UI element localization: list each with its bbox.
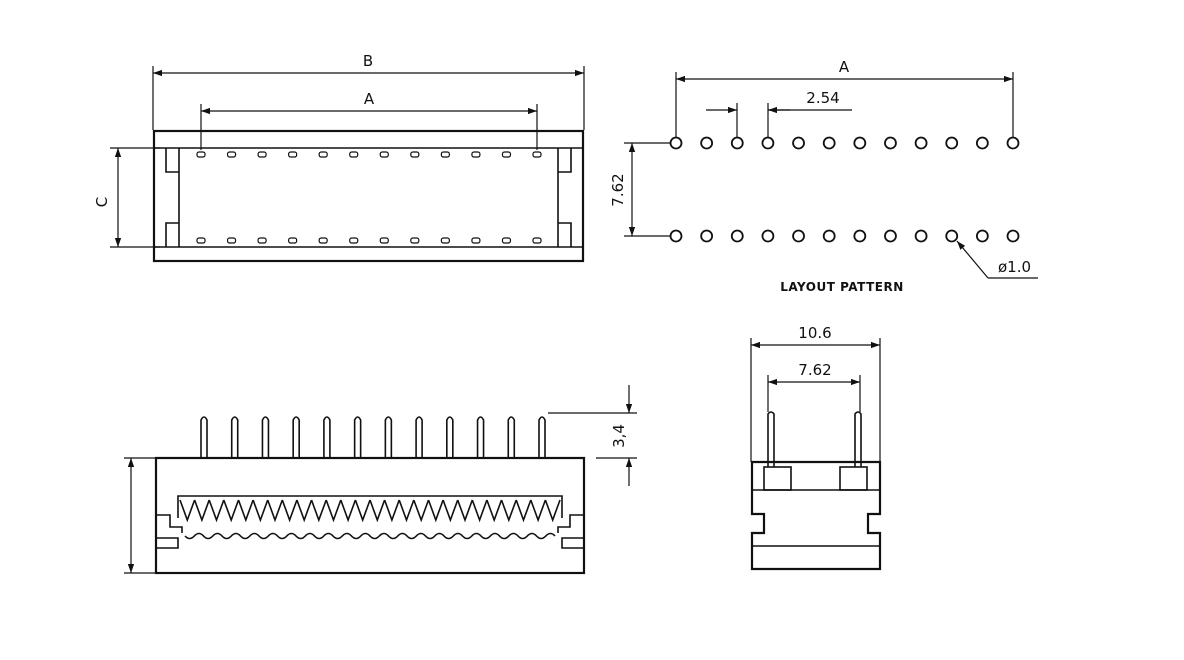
top-housing xyxy=(152,129,585,263)
contact-base xyxy=(184,532,556,540)
side-housing xyxy=(750,460,882,571)
front-pin xyxy=(323,416,331,458)
front-pin xyxy=(292,416,300,458)
hole-row2 xyxy=(669,229,683,243)
front-pin xyxy=(353,416,362,458)
slot-top xyxy=(471,151,481,158)
side-pin-left xyxy=(767,411,775,467)
hole-diameter-label: ø1.0 xyxy=(998,258,1031,276)
slot-top xyxy=(440,151,450,158)
slot-bottom xyxy=(379,237,389,244)
front-pin xyxy=(507,416,516,458)
slot-bottom xyxy=(349,237,359,244)
hole-row1 xyxy=(945,136,959,150)
hole-row1 xyxy=(669,136,683,150)
slot-bottom xyxy=(318,237,328,244)
slot-top xyxy=(288,151,298,158)
front-pin xyxy=(200,416,208,458)
slot-bottom xyxy=(440,237,450,244)
front-housing xyxy=(154,456,586,575)
hole-row1 xyxy=(822,136,836,150)
slot-bottom xyxy=(532,237,542,244)
hole-row1 xyxy=(853,136,867,150)
row-spacing-label: 7.62 xyxy=(609,173,627,206)
side-pin-spacing-label: 7.62 xyxy=(798,361,831,379)
pitch-label: 2.54 xyxy=(806,89,839,107)
front-pin xyxy=(230,416,239,458)
slot-top xyxy=(257,151,267,158)
layout-pattern-caption: LAYOUT PATTERN xyxy=(780,280,904,294)
front-pin xyxy=(261,416,270,458)
front-view: 3,4 xyxy=(124,385,637,575)
slot-bottom xyxy=(226,237,237,244)
slot-bottom xyxy=(501,237,512,244)
slot-bottom xyxy=(196,237,206,244)
dim-a-label: A xyxy=(364,90,375,108)
slot-top xyxy=(226,151,237,158)
slot-top xyxy=(501,151,512,158)
front-pin xyxy=(476,416,485,458)
hole-row2 xyxy=(975,229,989,243)
hole-row1 xyxy=(914,136,928,150)
slot-bottom xyxy=(410,237,420,244)
pattern-dim-a-label: A xyxy=(839,58,850,76)
slot-top xyxy=(318,151,328,158)
side-view: 10.6 7.62 xyxy=(750,324,882,571)
hole-row1 xyxy=(761,136,775,150)
hole-row2 xyxy=(700,229,714,243)
contact-slots xyxy=(196,151,542,244)
slot-bottom xyxy=(257,237,267,244)
slot-top xyxy=(196,151,206,158)
slot-top xyxy=(532,151,542,158)
pin-height-label: 3,4 xyxy=(610,424,628,448)
dim-c-label: C xyxy=(93,197,111,207)
hole-row2 xyxy=(1006,229,1020,243)
slot-bottom xyxy=(471,237,481,244)
hole-row2 xyxy=(761,229,775,243)
hole-row2 xyxy=(730,229,744,243)
hole-row1 xyxy=(975,136,989,150)
hole-row2 xyxy=(914,229,928,243)
hole-row2 xyxy=(884,229,897,243)
side-width-label: 10.6 xyxy=(798,324,831,342)
hole-row2 xyxy=(853,229,867,243)
layout-pattern: A 2.54 7.62 ø1.0 LAYOUT PATTERN xyxy=(609,58,1038,294)
hole-pattern xyxy=(669,136,1020,243)
side-pin-right xyxy=(854,411,862,467)
hole-row2 xyxy=(792,229,805,243)
hole-row1 xyxy=(1006,136,1020,150)
slot-bottom xyxy=(288,237,298,244)
dim-b-label: B xyxy=(363,52,373,70)
slot-top xyxy=(349,151,359,158)
hole-row2 xyxy=(822,229,836,243)
slot-top xyxy=(410,151,420,158)
top-view: B A C xyxy=(93,52,585,263)
front-pin xyxy=(446,416,454,458)
hole-row1 xyxy=(792,136,805,150)
front-pin xyxy=(415,416,423,458)
front-pin xyxy=(538,416,546,458)
slot-top xyxy=(379,151,389,158)
hole-row1 xyxy=(884,136,897,150)
hole-row1 xyxy=(700,136,714,150)
front-pins xyxy=(200,416,546,458)
hole-row1 xyxy=(730,136,744,150)
contact-teeth xyxy=(179,499,561,523)
front-pin xyxy=(384,416,393,458)
hole-row2 xyxy=(945,229,959,243)
